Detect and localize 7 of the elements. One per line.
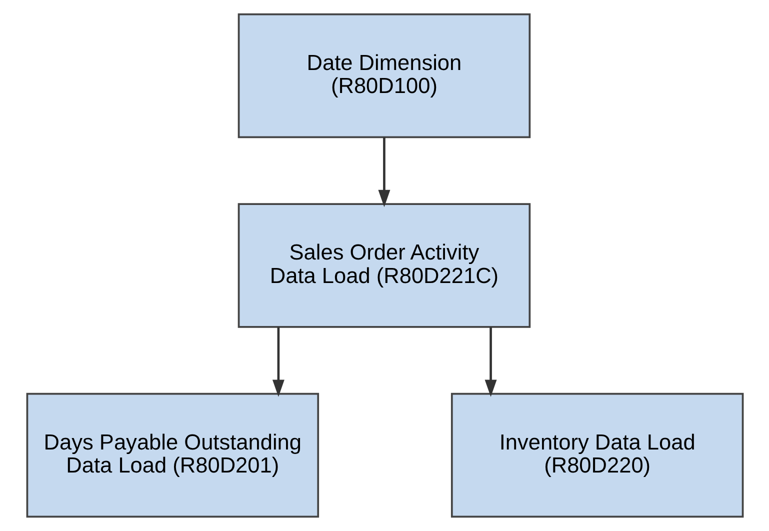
arrow — [272, 327, 284, 397]
node-box: Inventory Data Load (R80D220) — [450, 392, 744, 518]
node-box: Days Payable Outstanding Data Load (R80D201) — [26, 392, 319, 518]
arrow — [378, 137, 390, 208]
node-box: Date Dimension (R80D100) — [237, 13, 530, 138]
node-box: Sales Order Activity Data Load (R80D221C) — [237, 203, 530, 328]
arrow — [484, 327, 496, 397]
